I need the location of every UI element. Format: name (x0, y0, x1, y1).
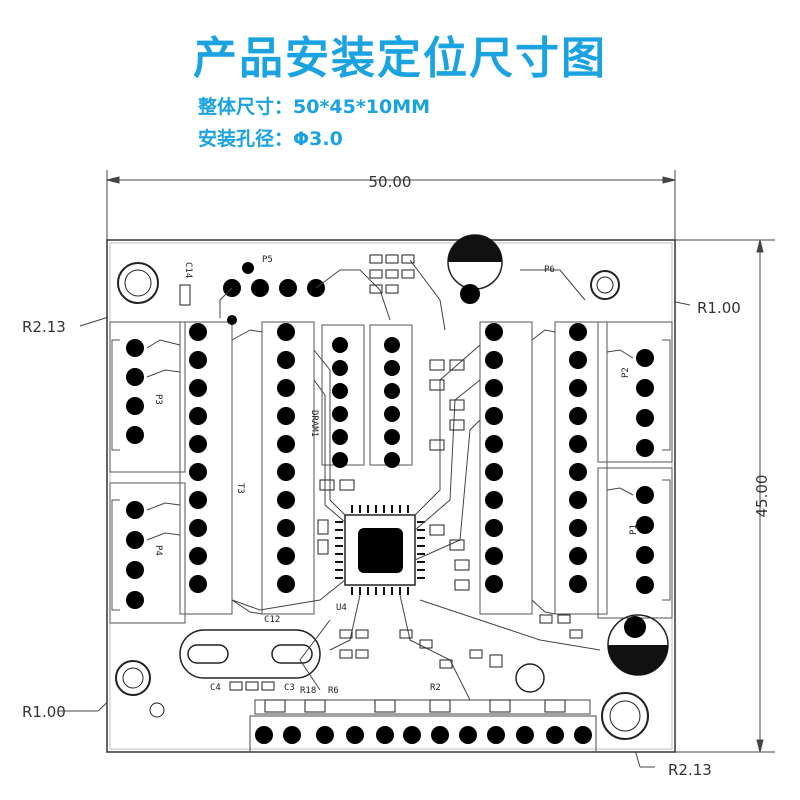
bottom-connector-pads (255, 726, 592, 744)
mounting-hole-bottom-right (601, 692, 649, 740)
left-port-bays (109, 321, 186, 624)
label-p6: P6 (544, 265, 555, 275)
pcb-traces (146, 259, 634, 701)
mounting-hole-bottom-left (115, 660, 151, 696)
label-t3: T3 (235, 483, 245, 494)
label-c12: C12 (264, 615, 280, 625)
transformer-pads (189, 323, 587, 593)
label-p3: P3 (153, 394, 163, 405)
capacitor-top (447, 234, 503, 304)
transformer-outlines (179, 321, 608, 615)
label-r18: R18 (300, 686, 316, 696)
bottom-connector-body (249, 699, 597, 753)
page-title: 产品安装定位尺寸图 (193, 33, 607, 84)
capacitor-bottom-right (607, 614, 669, 676)
radius-label-top-right: R1.00 (697, 299, 741, 317)
mounting-hole-top-right (590, 270, 620, 300)
main-ic-u4 (335, 505, 425, 595)
label-dram: DRAM1 (309, 410, 319, 437)
radius-label-bottom-left: R1.00 (22, 703, 66, 721)
label-p1: P1 (629, 524, 639, 535)
label-p5: P5 (262, 255, 273, 265)
label-u4: U4 (336, 603, 347, 613)
width-dimension (106, 170, 676, 240)
label-r2: R2 (430, 683, 441, 693)
label-r6: R6 (328, 686, 339, 696)
height-dimension-label: 45.00 (753, 475, 771, 518)
label-c14: C14 (183, 262, 193, 278)
port-pins (126, 339, 654, 609)
label-c4: C4 (210, 683, 221, 693)
label-c3: C3 (284, 683, 295, 693)
smd-components (179, 254, 583, 713)
width-dimension-label: 50.00 (369, 173, 412, 191)
hole-diameter-text: 安装孔径：Φ3.0 (198, 128, 343, 150)
mounting-hole-top-left (117, 262, 159, 304)
crystal-oscillator (179, 629, 321, 679)
label-p4: P4 (153, 545, 163, 556)
radius-label-bottom-right: R2.13 (668, 761, 712, 779)
radius-label-top-left: R2.13 (22, 318, 66, 336)
label-p2: P2 (621, 367, 631, 378)
height-dimension (675, 239, 775, 753)
overall-size-text: 整体尺寸：50*45*10MM (198, 96, 431, 118)
mounting-hole-bottom-mid (149, 663, 545, 718)
